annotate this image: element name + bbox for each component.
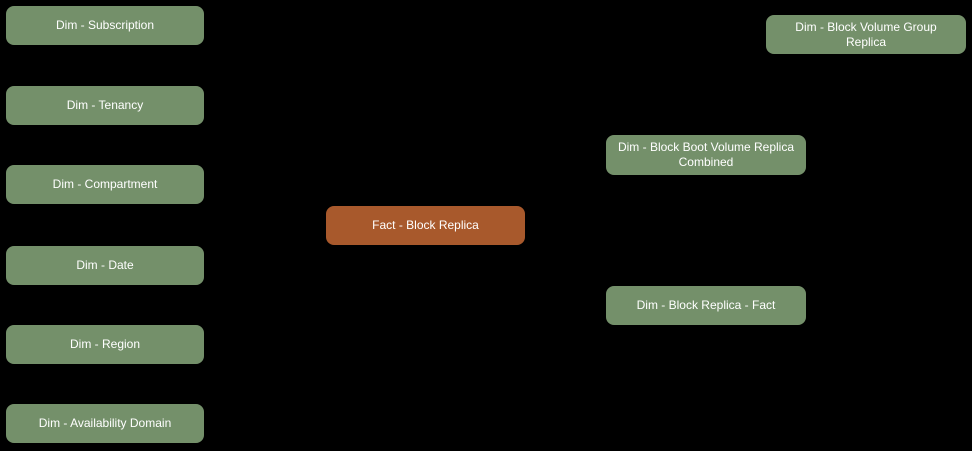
node-label: Dim - Block Replica - Fact xyxy=(636,298,776,313)
node-dim-compartment[interactable]: Dim - Compartment xyxy=(6,165,204,204)
node-dim-block-boot-volume-replica-combined[interactable]: Dim - Block Boot Volume Replica Combined xyxy=(606,135,806,175)
node-label: Dim - Block Volume Group Replica xyxy=(795,19,937,49)
node-dim-region[interactable]: Dim - Region xyxy=(6,325,204,364)
node-dim-availability-domain[interactable]: Dim - Availability Domain xyxy=(6,404,204,443)
node-label: Dim - Date xyxy=(76,258,134,273)
node-fact-block-replica[interactable]: Fact - Block Replica xyxy=(326,206,525,245)
node-label: Dim - Tenancy xyxy=(66,98,144,113)
node-label: Dim - Subscription xyxy=(55,18,155,33)
node-label: Dim - Availability Domain xyxy=(38,416,172,431)
node-dim-tenancy[interactable]: Dim - Tenancy xyxy=(6,86,204,125)
node-label: Dim - Region xyxy=(69,337,141,352)
node-dim-block-replica-fact[interactable]: Dim - Block Replica - Fact xyxy=(606,286,806,325)
node-label: Dim - Block Boot Volume Replica Combined xyxy=(617,140,795,169)
node-label: Dim - Compartment xyxy=(52,177,158,192)
node-label: Fact - Block Replica xyxy=(372,218,479,233)
node-dim-date[interactable]: Dim - Date xyxy=(6,246,204,285)
node-dim-subscription[interactable]: Dim - Subscription xyxy=(6,6,204,45)
node-dim-block-volume-group-replica[interactable]: Dim - Block Volume Group Replica xyxy=(766,15,966,54)
